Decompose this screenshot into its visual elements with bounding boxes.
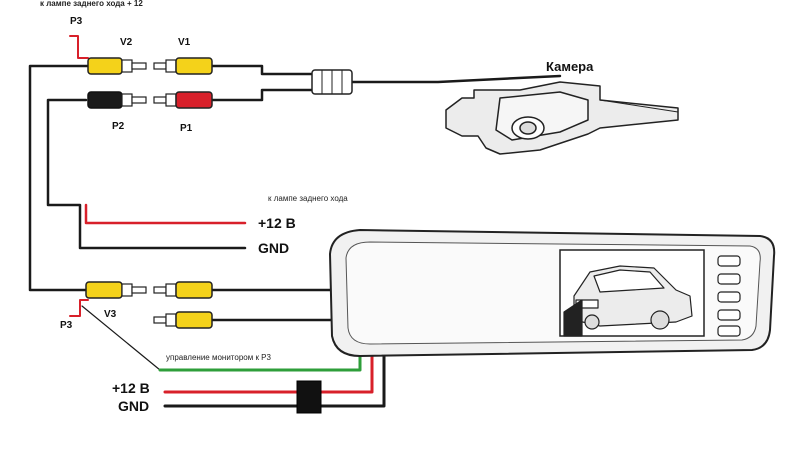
label-top-lamp: к лампе заднего хода + 12 [40,0,143,8]
rca-p2-connector [87,91,147,109]
control-line [81,305,161,371]
rca-v2-connector [87,57,147,75]
rear-view-mirror-monitor [328,228,776,358]
fuse-icon [296,380,322,414]
camera-connector [311,69,353,95]
label-camera: Камера [546,59,594,74]
rca-p1-connector [153,91,213,109]
mirror-buttons [717,255,741,337]
video-wire-v2-v3 [28,64,92,292]
p3-top-tick [69,35,89,59]
rca-v3-connector [85,281,147,299]
label-p3-top: P3 [70,16,83,27]
car-on-screen-icon [563,265,693,337]
p3-bottom-tick [69,299,89,317]
red-wire-plus12-bottom [163,350,374,394]
wires [28,35,562,408]
label-plus12-bottom: +12 В [112,380,150,396]
label-p1: P1 [180,123,193,134]
rca-v1-connector [153,57,213,75]
label-monitor-control: управление монитором к P3 [166,353,271,362]
rear-camera-icon [445,81,679,155]
green-control-wire [158,350,362,372]
mirror-button-5[interactable] [717,325,741,337]
label-v2: V2 [120,37,133,48]
camera-cable-v1 [210,64,314,76]
red-wire-plus12-mid [84,203,247,225]
camera-cable [350,74,562,84]
label-plus12-mid: +12 В [258,215,296,231]
gnd-wire-bottom [163,350,386,408]
power-wire-p2 [46,98,247,250]
label-gnd-mid: GND [258,240,290,256]
label-p3-bottom: P3 [60,320,73,331]
label-lamp-mid: к лампе заднего хода [268,194,348,203]
rca-mirror-input-2 [153,311,213,329]
mirror-button-3[interactable] [717,291,741,303]
label-gnd-bottom: GND [118,398,150,414]
mirror-button-1[interactable] [717,255,741,267]
label-p2: P2 [112,121,125,132]
mirror-button-4[interactable] [717,309,741,321]
label-v1: V1 [178,37,191,48]
label-v3: V3 [104,309,117,320]
mirror-button-2[interactable] [717,273,741,285]
rca-mirror-input-1 [153,281,213,299]
camera-cable-p1 [210,88,314,102]
